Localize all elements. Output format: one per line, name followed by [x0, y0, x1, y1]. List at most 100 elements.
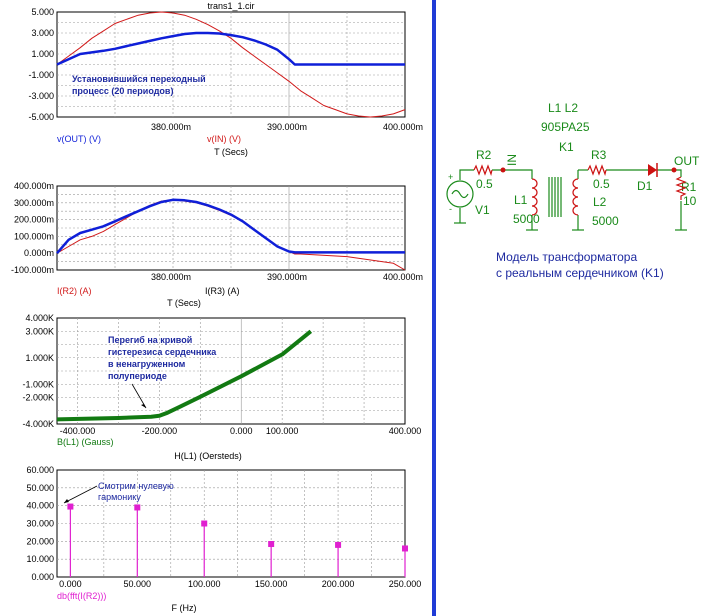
- y-tick-label: 400.000m: [14, 181, 54, 191]
- l2-name: L2: [593, 195, 607, 209]
- plot-title: trans1_1.cir: [207, 1, 254, 11]
- y-tick-label: -100.000m: [11, 265, 54, 275]
- schematic-wires: [454, 169, 687, 231]
- y-tick-label: -4.000K: [22, 419, 54, 429]
- y-tick-label: 5.000: [31, 7, 54, 17]
- x-tick-label: 0.000: [230, 426, 253, 436]
- y-tick-label: 0.000: [31, 572, 54, 582]
- voltage-source-icon: + -: [446, 172, 474, 214]
- legend-vin: v(IN) (V): [207, 134, 241, 144]
- x-axis-label: F (Hz): [172, 603, 197, 613]
- r3-value: 0.5: [593, 177, 610, 191]
- x-tick-label: 0.000: [59, 579, 82, 589]
- x-tick-label: 200.000: [322, 579, 355, 589]
- y-tick-label: 1.000: [31, 49, 54, 59]
- series-line-b-l1-gauss-: [56, 329, 313, 422]
- y-tick-label: 30.000: [26, 519, 54, 529]
- annotation-arrowhead: [141, 404, 146, 408]
- series-line-i-r3-a-: [56, 198, 405, 255]
- plots-area: 5.000 3.000 1.000 -1.000 -3.000 -5.000 trans1_…: [11, 1, 423, 613]
- out-node-label: OUT: [674, 154, 700, 168]
- x-axis-label: T (Secs): [214, 147, 248, 157]
- x-tick-label: -200.000: [142, 426, 178, 436]
- plot-2: 400.000m300.000m200.000m100.000m0.000m-1…: [11, 181, 423, 308]
- y-tick-label: -2.000K: [22, 393, 54, 403]
- panel-divider[interactable]: [432, 0, 436, 616]
- x-axis-label: T (Secs): [167, 298, 201, 308]
- r2-value: 0.5: [476, 177, 493, 191]
- spectrum-marker: [67, 503, 74, 510]
- plot-1: 5.000 3.000 1.000 -1.000 -3.000 -5.000 trans1_…: [28, 1, 423, 157]
- in-node-dot: [500, 167, 506, 173]
- r1-value: 10: [683, 194, 697, 208]
- diode-icon: [648, 163, 658, 177]
- r3-resistor-icon: [587, 164, 607, 177]
- legend-ir3: I(R3) (A): [205, 286, 240, 296]
- y-tick-label: 50.000: [26, 483, 54, 493]
- coupling-label: K1: [559, 140, 574, 154]
- y-tick-label: 20.000: [26, 536, 54, 546]
- r2-name: R2: [476, 148, 492, 162]
- y-tick-label: 60.000: [26, 465, 54, 475]
- spectrum-marker: [335, 541, 342, 548]
- annotation-arrow: [63, 485, 98, 504]
- x-tick-label: 400.000: [389, 426, 422, 436]
- y-tick-label: 1.000K: [25, 353, 54, 363]
- y-tick-label: -3.000: [28, 91, 54, 101]
- in-node-label: IN: [505, 154, 519, 166]
- schematic-caption-line2: с реальным сердечником (K1): [496, 266, 664, 280]
- y-tick-label: 3.000K: [25, 326, 54, 336]
- r2-resistor-icon: [473, 164, 493, 177]
- x-tick-label: 400.000m: [383, 122, 423, 132]
- spectrum-marker: [201, 520, 208, 527]
- core-model-label: 905PA25: [541, 120, 590, 134]
- legend-vout: v(OUT) (V): [57, 134, 101, 144]
- spectrum-marker: [268, 541, 275, 548]
- x-axis-label: H(L1) (Oersteds): [174, 451, 242, 461]
- r3-name: R3: [591, 148, 607, 162]
- svg-text:+: +: [448, 172, 453, 182]
- y-tick-label: 40.000: [26, 501, 54, 511]
- l1-value: 5000: [513, 212, 540, 226]
- y-tick-label: 300.000m: [14, 198, 54, 208]
- x-tick-label: 100.000: [188, 579, 221, 589]
- y-tick-label: -1.000K: [22, 379, 54, 389]
- r1-name: R1: [681, 180, 697, 194]
- annotation-arrowhead: [64, 499, 69, 503]
- y-tick-label: 10.000: [26, 554, 54, 564]
- x-tick-label: 250.000: [389, 579, 422, 589]
- y-tick-label: -1.000: [28, 70, 54, 80]
- l2-value: 5000: [592, 214, 619, 228]
- series-line-v-out-v-: [56, 31, 405, 66]
- svg-text:-: -: [449, 204, 452, 214]
- x-tick-label: 390.000m: [267, 122, 307, 132]
- d1-name: D1: [637, 179, 653, 193]
- y-tick-label: -5.000: [28, 112, 54, 122]
- spectrum-marker: [402, 545, 408, 552]
- x-tick-label: 380.000m: [151, 122, 191, 132]
- legend-ir2: I(R2) (A): [57, 286, 92, 296]
- r1-resistor-icon: [675, 176, 687, 200]
- out-node-dot: [671, 167, 677, 173]
- x-tick-label: 100.000: [266, 426, 299, 436]
- plot-3: 4.000K 3.000K 1.000K -1.000K -2.000K -4.000K -…: [22, 313, 421, 461]
- y-tick-label: 3.000: [31, 28, 54, 38]
- schematic-caption-line1: Модель трансформатора: [496, 250, 637, 264]
- x-tick-label: 400.000m: [383, 272, 423, 282]
- x-tick-label: 390.000m: [267, 272, 307, 282]
- spectrum-marker: [134, 504, 141, 511]
- annotation-arrow: [131, 383, 147, 409]
- x-tick-label: 380.000m: [151, 272, 191, 282]
- x-tick-label: 150.000: [255, 579, 288, 589]
- transformer-parts-label: L1 L2: [548, 101, 578, 115]
- v1-name: V1: [475, 203, 490, 217]
- legend-fft: db(fft(I(R2))): [57, 591, 106, 601]
- l1-name: L1: [514, 193, 528, 207]
- y-tick-label: 4.000K: [25, 313, 54, 323]
- y-tick-label: 200.000m: [14, 215, 54, 225]
- x-tick-label: 50.000: [124, 579, 152, 589]
- series-line-v-in-v-: [56, 11, 406, 118]
